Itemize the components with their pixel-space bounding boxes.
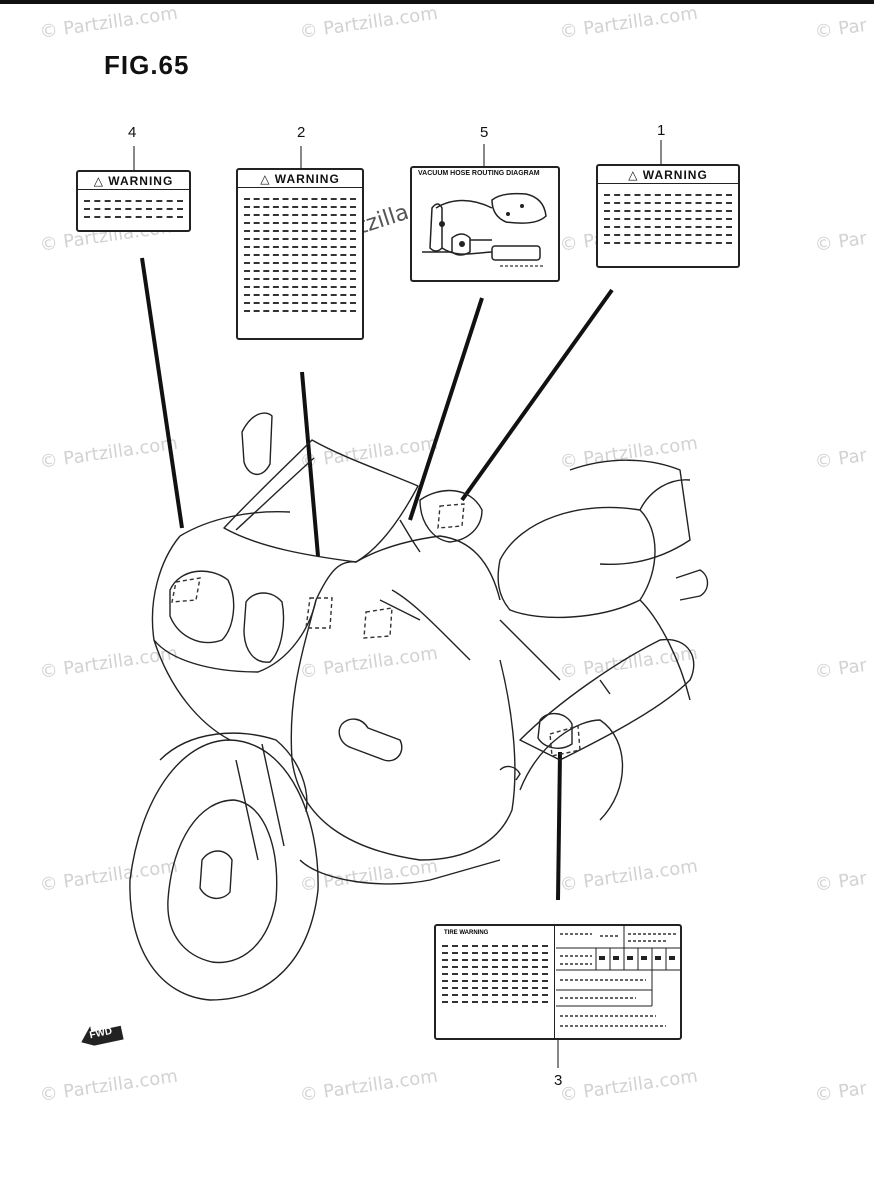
callout-number-4: 4 <box>128 124 137 141</box>
warning-heading: △ WARNING <box>78 172 189 190</box>
tire-text-panel: TIRE WARNING <box>436 926 555 1038</box>
figure-title: FIG.65 <box>104 50 190 80</box>
warning-triangle-icon: △ <box>260 172 271 186</box>
callout-number-1: 1 <box>657 122 666 139</box>
callout-number-2: 2 <box>297 124 306 141</box>
warning-label-2: △ WARNING <box>236 168 364 340</box>
warning-heading: △ WARNING <box>598 166 738 184</box>
warning-text: WARNING <box>274 172 340 186</box>
tire-pressure-table <box>556 926 680 1027</box>
label-text-lines <box>78 190 189 228</box>
top-border <box>0 0 874 4</box>
tire-title: TIRE WARNING <box>444 930 489 936</box>
warning-label-4: △ WARNING <box>76 170 191 232</box>
label-positions <box>171 503 581 757</box>
vacuum-title: VACUUM HOSE ROUTING DIAGRAM <box>418 170 540 177</box>
bike-outline <box>129 412 709 1001</box>
vacuum-hose-label-5: VACUUM HOSE ROUTING DIAGRAM <box>410 166 560 282</box>
warning-text: WARNING <box>108 174 174 188</box>
label-text-lines <box>436 945 554 1003</box>
forward-arrow-icon <box>81 1025 124 1046</box>
tire-warning-label-3: TIRE WARNING <box>434 924 682 1040</box>
warning-triangle-icon: △ <box>628 168 639 182</box>
leader-lines <box>140 257 614 901</box>
warning-text: WARNING <box>642 168 708 182</box>
warning-label-1: △ WARNING <box>596 164 740 268</box>
callout-number-3: 3 <box>554 1072 563 1089</box>
warning-heading: △ WARNING <box>238 170 362 188</box>
vacuum-hose-diagram-icon <box>422 192 547 267</box>
warning-triangle-icon: △ <box>93 174 104 188</box>
label-text-lines <box>598 184 738 254</box>
callout-number-5: 5 <box>480 124 489 141</box>
label-text-lines <box>238 188 362 322</box>
